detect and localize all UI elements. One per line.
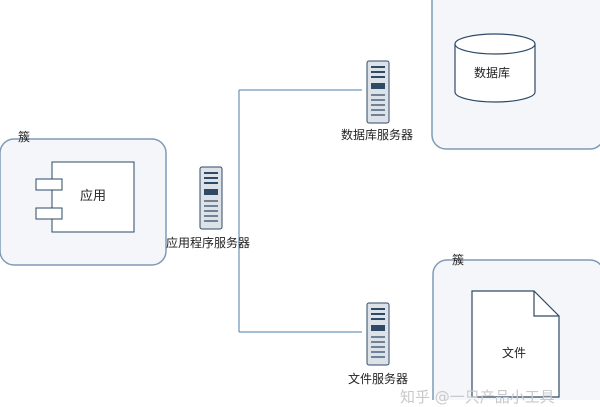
server-icon-app bbox=[199, 166, 223, 230]
db-label: 数据库 bbox=[474, 66, 511, 80]
app-label: 应用 bbox=[80, 189, 107, 204]
file-label: 文件 bbox=[502, 346, 527, 360]
watermark: 知乎 @一只产品小工具 bbox=[400, 388, 555, 406]
app-port-top bbox=[35, 178, 63, 191]
cluster-left-label: 簇 bbox=[18, 130, 31, 144]
database-icon bbox=[454, 33, 536, 103]
app-component bbox=[35, 161, 135, 233]
db-server-label: 数据库服务器 bbox=[341, 128, 414, 142]
server-icon-db bbox=[366, 60, 390, 124]
app-server-label: 应用程序服务器 bbox=[166, 236, 251, 250]
server-icon-file bbox=[366, 302, 390, 366]
connections bbox=[238, 89, 362, 333]
file-server-label: 文件服务器 bbox=[348, 372, 409, 386]
file-icon bbox=[471, 290, 560, 398]
app-box bbox=[51, 161, 135, 233]
app-port-bottom bbox=[35, 207, 63, 220]
cluster-right-label: 簇 bbox=[452, 253, 465, 267]
